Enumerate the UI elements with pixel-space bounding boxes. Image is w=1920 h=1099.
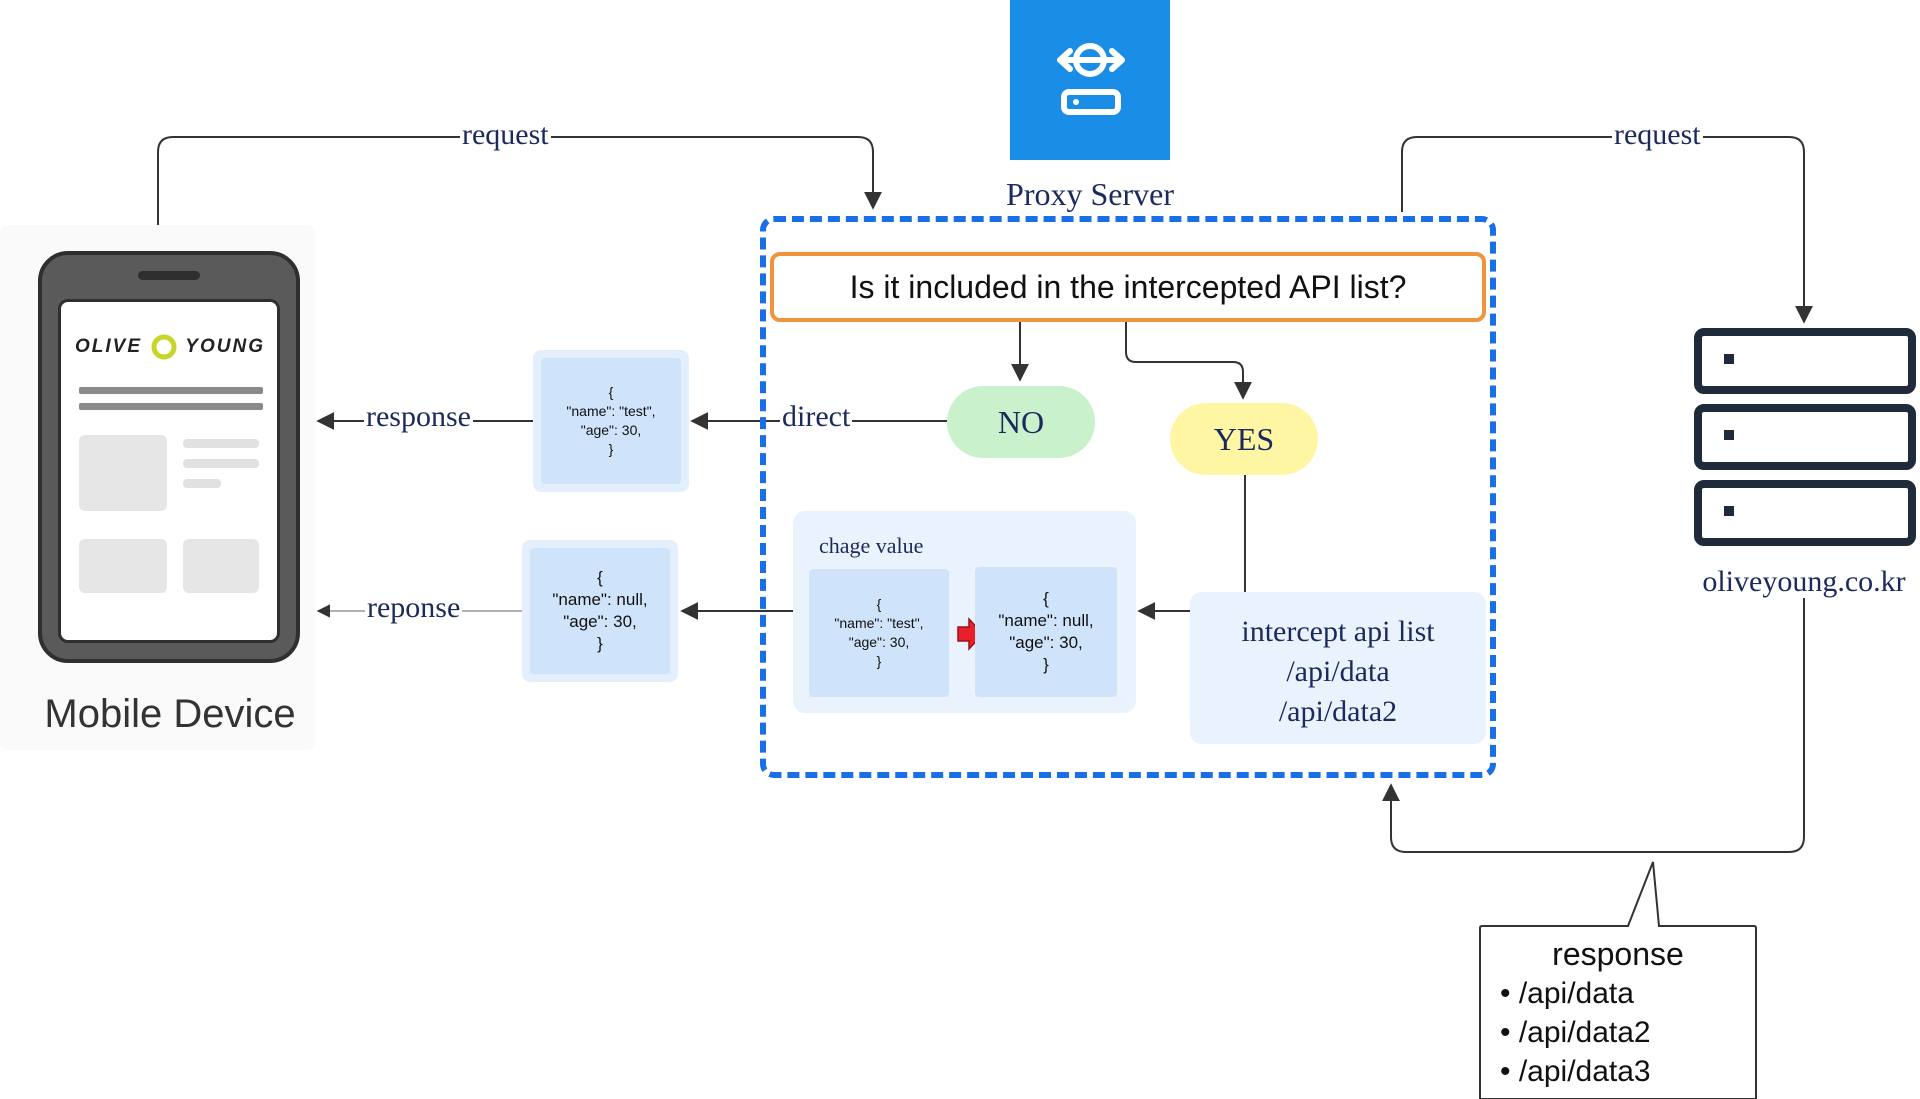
intercept-list-title: intercept api list [1241,615,1435,648]
label-response-bottom: reponse [365,591,463,625]
edge-request-right [1401,136,1813,324]
mobile-device-label: Mobile Device [44,692,296,736]
callout-bubble [1479,861,1757,1099]
content-line [79,403,263,410]
callout-item: • /api/data3 [1500,1055,1651,1088]
callout-item: • /api/data2 [1500,1016,1651,1049]
json-direct-inner: { "name": "test", "age": 30, } [541,358,681,484]
label-request-left: request [460,118,551,152]
callout-title: response [1552,936,1684,972]
server-rack-icon [1694,328,1916,546]
proxy-server-icon [1010,0,1170,160]
phone-screen: OLIVE YOUNG [58,299,280,643]
app-logo: OLIVE YOUNG [75,332,265,362]
content-block [183,539,259,593]
label-request-right: request [1612,118,1703,152]
decision-yes: YES [1170,403,1318,475]
logo-text-right: YOUNG [185,336,265,357]
callout-item: • /api/data [1500,977,1634,1010]
phone-speaker [138,271,200,280]
json-direct-text: { "name": "test", "age": 30, } [566,384,656,457]
label-response-top: response [364,400,473,434]
mobile-device: OLIVE YOUNG Mobile Device [0,225,315,750]
content-block [79,539,167,593]
edge-to-yes [1125,322,1252,400]
change-value-panel: chage value { "name": "test", "age": 30,… [793,511,1136,713]
content-line [183,439,259,448]
intercept-list-panel: intercept api list /api/data /api/data2 [1190,592,1486,744]
intercept-item: /api/data [1286,655,1390,688]
phone-body: OLIVE YOUNG [38,251,300,663]
callout-list: • /api/data • /api/data2 • /api/data3 [1500,974,1750,1091]
content-line [79,387,263,394]
decision-question: Is it included in the intercepted API li… [770,252,1486,322]
decision-no: NO [947,386,1095,458]
logo-text-left: OLIVE [75,336,143,357]
content-block [79,435,167,511]
json-changed-text: { "name": null, "age": 30, } [552,568,648,653]
edge-server-response [1382,598,1805,853]
json-after: { "name": null, "age": 30, } [975,567,1117,697]
server-label: oliveyoung.co.kr [1702,565,1906,598]
json-before: { "name": "test", "age": 30, } [809,569,949,697]
json-changed-card: { "name": null, "age": 30, } [522,540,678,682]
proxy-server-label: Proxy Server [1006,176,1174,212]
label-direct: direct [780,400,853,434]
json-changed-inner: { "name": null, "age": 30, } [530,548,670,674]
content-line [183,479,221,488]
change-value-title: chage value [819,533,924,558]
proxy-boundary [760,216,1496,778]
json-direct-card: { "name": "test", "age": 30, } [533,350,689,492]
logo-circle-icon [151,334,177,360]
content-line [183,459,259,468]
intercept-item: /api/data2 [1278,695,1398,728]
